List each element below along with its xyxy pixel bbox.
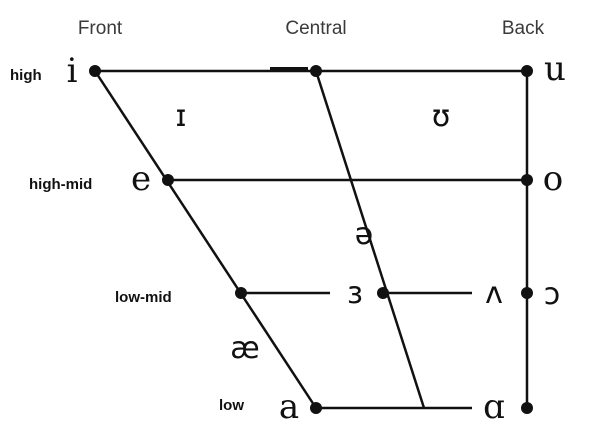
dot-high-mid-front xyxy=(162,174,174,186)
dot-high-front xyxy=(89,65,101,77)
dot-low-back xyxy=(521,402,533,414)
vowel-lax-u: ʊ xyxy=(432,99,451,134)
vowel-wedge: ʌ xyxy=(485,276,503,311)
vowel-e: e xyxy=(131,159,151,199)
dot-low-mid-front xyxy=(235,287,247,299)
vowel-o: o xyxy=(543,159,563,199)
vowel-open-o: ɔ xyxy=(544,277,560,312)
vowel-schwa: ə xyxy=(355,217,373,252)
row-label-low: low xyxy=(219,397,244,414)
vowel-i: i xyxy=(67,51,78,91)
dot-low-front xyxy=(310,402,322,414)
central-line xyxy=(314,70,426,409)
vowel-open-mid-central: ɜ xyxy=(347,276,363,311)
column-label-central: Central xyxy=(285,18,346,39)
vowel-ash: æ xyxy=(230,331,259,366)
vowel-u: u xyxy=(544,49,566,89)
row-label-high-mid: high-mid xyxy=(29,176,92,193)
dot-low-mid-back xyxy=(521,287,533,299)
column-label-front: Front xyxy=(78,18,123,39)
vowel-lax-i: ɪ xyxy=(175,99,186,134)
row-label-low-mid: low-mid xyxy=(115,289,172,306)
dot-high-mid-back xyxy=(521,174,533,186)
dot-high-central xyxy=(310,65,322,77)
front-edge-line xyxy=(93,70,318,409)
vowel-script-a: ɑ xyxy=(483,387,505,427)
dot-low-mid-central xyxy=(377,287,389,299)
dot-high-back xyxy=(521,65,533,77)
column-label-back: Back xyxy=(502,18,545,39)
row-label-high: high xyxy=(10,67,42,84)
vowel-a: a xyxy=(279,387,299,427)
